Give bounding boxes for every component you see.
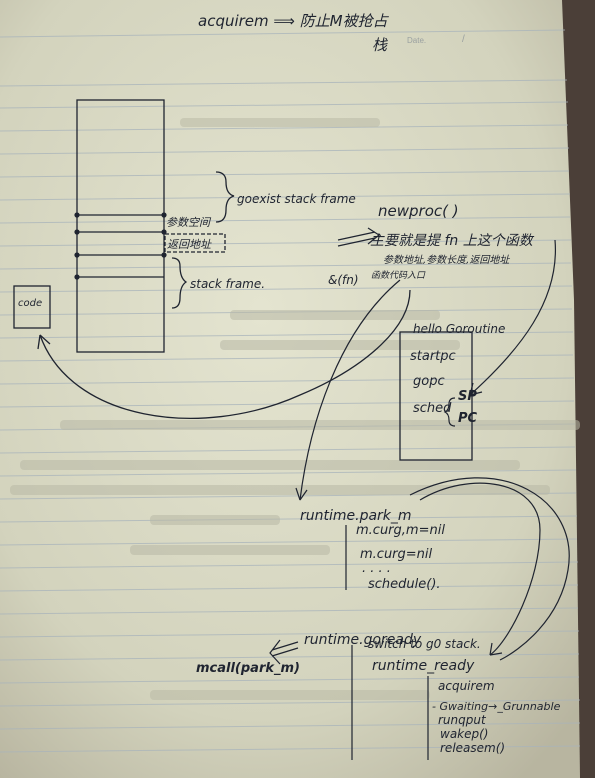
goroutine-box — [399, 331, 473, 461]
fn-entry-label: 函数代码入口 — [371, 270, 426, 281]
ready-step: acquirem — [438, 679, 495, 693]
park-m-title: runtime.park_m — [300, 508, 412, 524]
notebook-page — [0, 0, 580, 778]
bleed-through — [10, 118, 580, 700]
date-label: Date. — [407, 36, 426, 45]
park-m-line: . . . . — [362, 561, 391, 576]
ready-step: runqput — [438, 713, 487, 727]
stack-dots — [74, 212, 167, 280]
park-arrows — [345, 477, 570, 661]
stackframe-brace — [171, 257, 188, 309]
fn-to-park-arrow — [299, 279, 401, 501]
pc-label: PC — [458, 411, 478, 426]
newproc-note-main: 主要就是提 fn 上这个函数 — [370, 233, 535, 249]
ready-step: - Gwaiting→_Grunnable — [432, 700, 561, 713]
goroutine-field: startpc — [410, 349, 456, 364]
return-address-box — [164, 233, 226, 253]
stack-frame-label: stack frame. — [190, 277, 265, 291]
double-arrow-icon — [269, 639, 299, 665]
return-address-label: 返回地址 — [167, 238, 212, 251]
return-arrow — [39, 289, 411, 419]
arrow-head-icon — [37, 334, 51, 350]
stack-diagram — [13, 99, 411, 419]
newproc-arrows — [295, 227, 556, 501]
goroutine-title: hello Goroutine — [413, 322, 505, 336]
code-label: code — [18, 298, 42, 309]
newproc-note-sub: 参数地址,参数长度,返回地址 — [383, 254, 510, 266]
fn-label: &(fn) — [328, 273, 359, 287]
implies-arrow-icon — [337, 227, 381, 247]
park-m-line: schedule(). — [368, 577, 441, 592]
switch-stack-label: switch to g0 stack. — [368, 637, 481, 651]
goready-lines — [269, 639, 429, 760]
mcall-label: mcall(park_m) — [196, 661, 300, 676]
code-box — [13, 285, 51, 329]
ready-step: wakep() — [440, 727, 488, 741]
sp-pc-arrow — [469, 239, 556, 396]
param-space-label: 参数空间 — [166, 216, 212, 229]
date-slash: / — [462, 34, 465, 45]
newproc-call: newproc( ) — [378, 202, 459, 220]
header-title-continued: 栈 — [372, 36, 388, 54]
sp-label: SP — [458, 389, 477, 404]
goexist-brace — [215, 171, 235, 223]
goready-title: runtime.goready — [304, 632, 422, 648]
goexist-frame-label: goexist stack frame — [237, 192, 356, 206]
arrow-head-icon — [295, 487, 308, 501]
sched-brace — [443, 397, 456, 427]
ready-step: releasem() — [440, 741, 505, 755]
park-m-line: m.curg=nil — [360, 547, 433, 562]
stack-column — [76, 99, 165, 353]
header-title: acquirem ⟹ 防止M被抢占 — [198, 12, 390, 30]
arrow-head-icon — [489, 642, 503, 656]
runtime-ready-label: runtime_ready — [372, 658, 475, 674]
loop-arrow — [419, 482, 541, 656]
goroutine-field: gopc — [413, 374, 445, 389]
loop-arrow-outer — [409, 477, 570, 661]
goroutine-field: sched — [413, 401, 452, 416]
park-m-line: m.curg,m=nil — [356, 523, 445, 538]
